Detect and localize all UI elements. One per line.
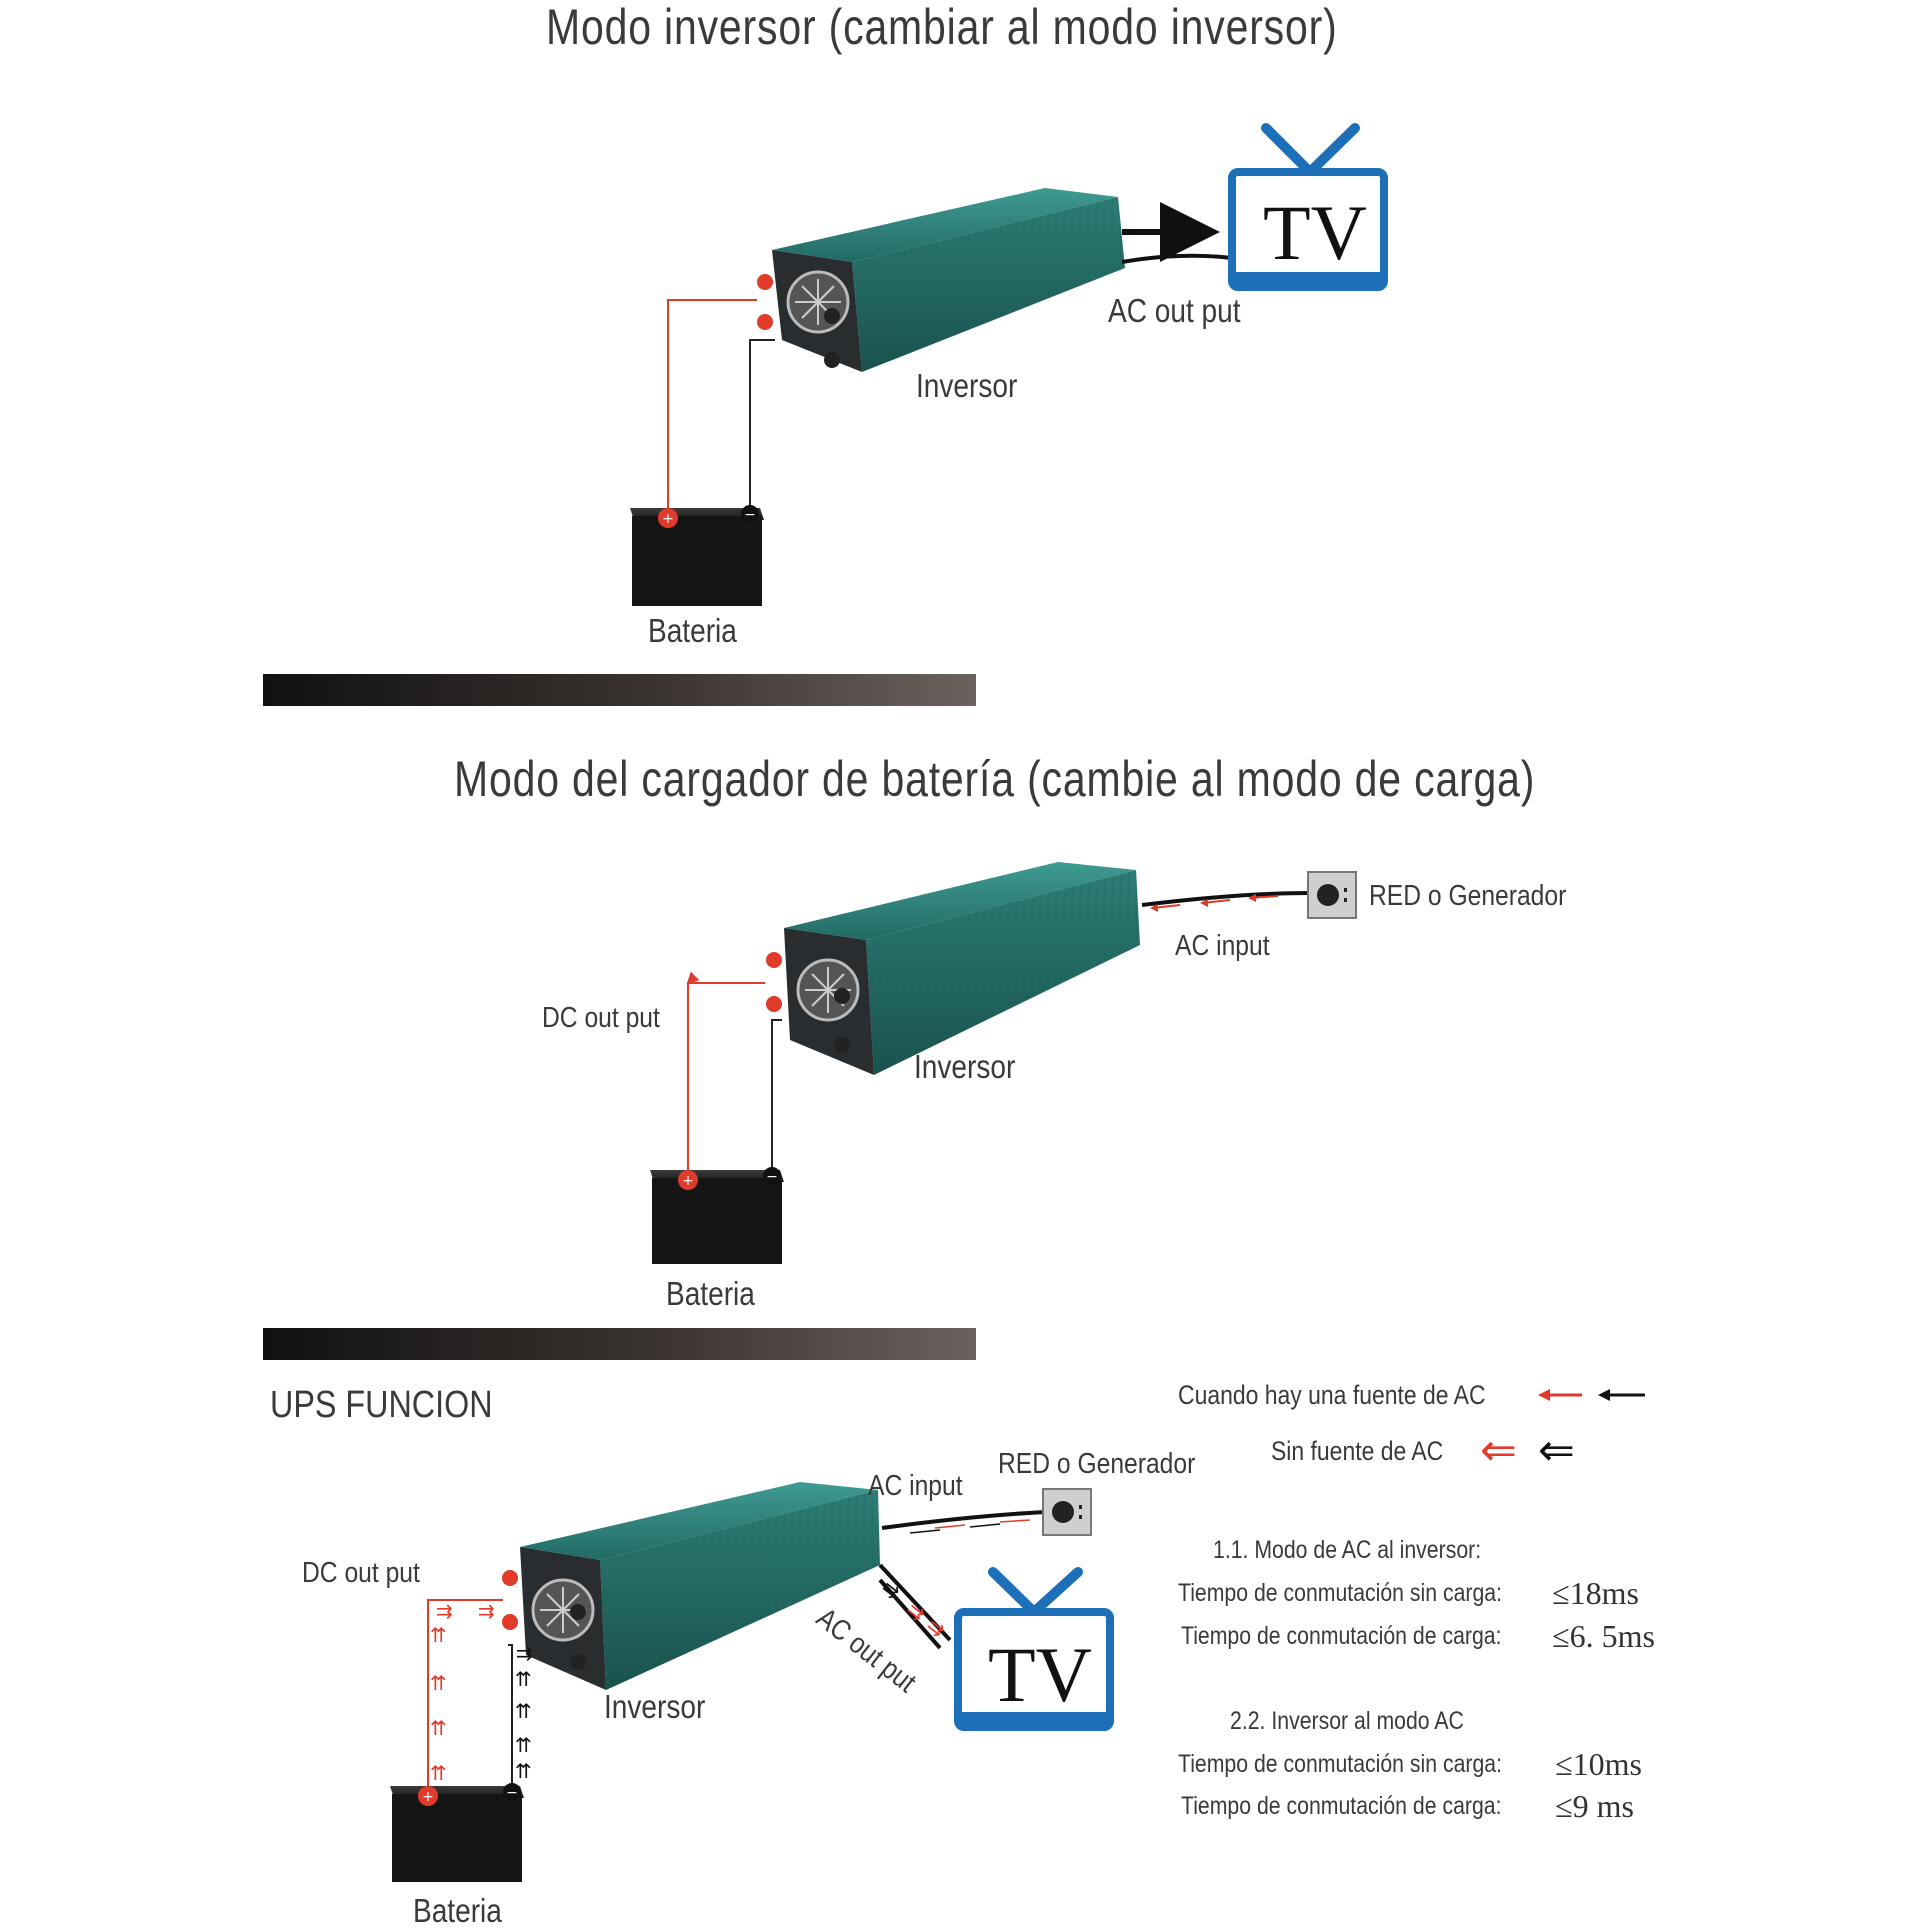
mode2-heading: 2.2. Inversor al modo AC (1230, 1707, 1464, 1735)
inverter-2 (766, 862, 1140, 1075)
dc-output-label-3: DC out put (302, 1557, 420, 1589)
red-single-arrow-icon (1538, 1389, 1550, 1401)
mode1-row2-value: ≤6. 5ms (1552, 1618, 1655, 1654)
black-double-arrow-icon: ⇐ (1538, 1425, 1575, 1476)
svg-text:⇉: ⇉ (516, 1641, 533, 1665)
ac-output-label-1: AC out put (1108, 292, 1241, 329)
mode2-row1-label: Tiempo de conmutación sin carga: (1178, 1750, 1503, 1778)
inverter-label-1: Inversor (916, 367, 1018, 404)
svg-text:⇈: ⇈ (430, 1623, 447, 1647)
legend-arrows (1538, 1389, 1645, 1401)
svg-text:⇉: ⇉ (436, 1599, 453, 1623)
mode1-row1-value: ≤18ms (1552, 1575, 1639, 1611)
svg-text:⇈: ⇈ (515, 1733, 532, 1757)
battery-plus-icon (658, 508, 678, 528)
section2-graphics: + − (650, 862, 1357, 1264)
plus-terminal-icon (502, 1614, 518, 1630)
tv-label-1: TV (1263, 189, 1367, 276)
battery-2: + − (650, 1167, 784, 1264)
mode2-row2-value: ≤9 ms (1555, 1788, 1634, 1824)
plus-terminal-icon (502, 1570, 518, 1586)
ac-input-label-2: AC input (1175, 930, 1270, 962)
section2-title: Modo del cargador de batería (cambie al … (454, 751, 1536, 807)
dc-output-label-2: DC out put (542, 1002, 660, 1034)
svg-text:+: + (662, 511, 674, 527)
svg-text:⇉: ⇉ (902, 1597, 930, 1626)
grid-label-2: RED o Generador (1369, 880, 1567, 912)
section1-graphics: + − (630, 123, 1388, 606)
tv-label-2: TV (988, 1631, 1092, 1718)
svg-text:⇈: ⇈ (430, 1716, 447, 1740)
inverter-1 (757, 188, 1125, 372)
svg-text:−: − (506, 1785, 518, 1801)
section3-title: UPS FUNCION (270, 1384, 493, 1426)
battery-label-3: Bateria (413, 1892, 502, 1929)
svg-text:+: + (422, 1789, 434, 1805)
svg-text:⇈: ⇈ (515, 1667, 532, 1691)
battery-1: + − (630, 505, 764, 606)
mode2-row2-label: Tiempo de conmutación de carga: (1181, 1792, 1502, 1820)
separator-bar-1 (263, 674, 976, 706)
section1-title: Modo inversor (cambiar al modo inversor) (546, 0, 1338, 55)
battery-label-2: Bateria (666, 1275, 755, 1312)
battery-label-1: Bateria (648, 612, 737, 649)
svg-text:⇈: ⇈ (430, 1671, 447, 1695)
plus-terminal-icon (766, 952, 782, 968)
svg-text:−: − (744, 507, 756, 523)
mode1-heading: 1.1. Modo de AC al inversor: (1213, 1536, 1482, 1564)
mode1-row1-label: Tiempo de conmutación sin carga: (1178, 1579, 1503, 1607)
ac-out-arrows: ⇉ ⇉ ⇉ (877, 1575, 950, 1642)
svg-text:⇉: ⇉ (478, 1599, 495, 1623)
mode1-row2-label: Tiempo de conmutación de carga: (1181, 1622, 1502, 1650)
legend-without-ac: Sin fuente de AC (1271, 1436, 1444, 1466)
separator-bar-2 (263, 1328, 976, 1360)
svg-text:+: + (682, 1173, 694, 1189)
svg-text:⇈: ⇈ (515, 1699, 532, 1723)
battery-plus-icon (418, 1786, 438, 1806)
dc-black-arrows: ⇉ ⇈⇈⇈⇈ (515, 1641, 533, 1783)
inverter-3 (502, 1482, 880, 1690)
grid-label-3: RED o Generador (998, 1448, 1196, 1480)
outlet-icon-1 (1307, 871, 1357, 919)
battery-3: + − (390, 1783, 524, 1882)
inverter-label-3: Inversor (604, 1688, 706, 1725)
ac-input-label-3: AC input (868, 1470, 963, 1502)
red-double-arrow-icon: ⇐ (1480, 1425, 1517, 1476)
battery-plus-icon (678, 1170, 698, 1190)
inverter-label-2: Inversor (914, 1048, 1016, 1085)
plus-terminal-icon (757, 314, 773, 330)
black-single-arrow-icon (1598, 1389, 1610, 1401)
tv-icon-1 (1228, 123, 1388, 291)
tv-icon-2 (954, 1567, 1114, 1731)
svg-text:⇈: ⇈ (430, 1761, 447, 1785)
plus-terminal-icon (757, 274, 773, 290)
mode2-row1-value: ≤10ms (1555, 1746, 1642, 1782)
svg-text:⇈: ⇈ (515, 1759, 532, 1783)
outlet-icon-2 (1042, 1488, 1092, 1536)
plus-terminal-icon (766, 996, 782, 1012)
svg-text:−: − (766, 1169, 778, 1185)
section3-graphics: ⇉⇉ ⇈⇈⇈⇈ ⇉ ⇈⇈⇈⇈ + − ⇉ ⇉ (390, 1389, 1645, 1882)
legend-with-ac: Cuando hay una fuente de AC (1178, 1380, 1486, 1410)
dc-red-arrows: ⇉ ⇉ ⇈ ⇈ ⇈ ⇈ (430, 1599, 495, 1785)
